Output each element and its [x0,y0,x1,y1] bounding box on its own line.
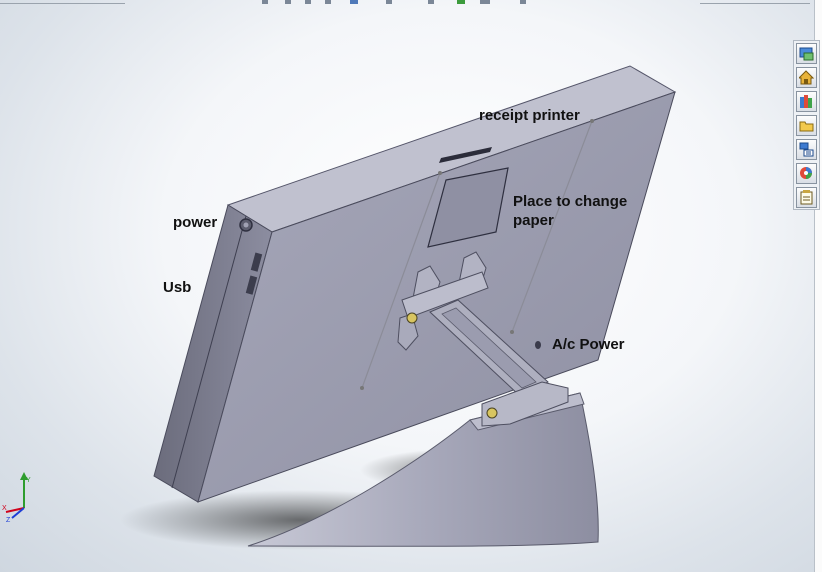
printer-slot [439,147,492,163]
window-right-border [814,0,822,572]
usb-port[interactable] [245,275,258,295]
heads-up-toolbar-icons[interactable] [0,0,822,6]
hinge-crossbar [401,271,489,319]
label-place-to-change-paper: Place to change paper [513,193,628,229]
power-button-inner [243,222,249,228]
triad-x-axis [5,507,25,513]
tab-solidworks-resources[interactable] [796,43,817,64]
label-power: power [173,214,218,231]
reference-triad: X Y Z [2,472,31,524]
home-icon [799,70,814,85]
custom-properties-icon [800,190,813,205]
leader-line [511,120,593,333]
tab-home[interactable] [796,67,817,88]
usb-port[interactable] [250,252,263,272]
ac-power-jack[interactable] [535,341,541,349]
solidworks-resources-icon [799,47,814,61]
lower-hinge-screw [486,407,498,419]
task-pane-tabs [793,40,820,210]
toolbar-divider [700,3,810,4]
bezel-seam [171,215,247,489]
tab-custom-properties[interactable] [796,187,817,208]
lower-hinge [481,381,569,427]
label-ac-power: A/c Power [552,336,625,353]
toolbar-strip [0,0,822,6]
hinge-screw [406,312,418,324]
toolbar-divider [0,3,125,4]
triad-x-label: X [2,505,7,512]
tab-appearances[interactable] [796,163,817,184]
paper-door[interactable] [427,167,509,248]
view-palette-icon [799,142,814,157]
tab-view-palette[interactable] [796,139,817,160]
stand-base [247,392,599,547]
tab-design-library[interactable] [796,91,817,112]
file-explorer-icon [799,121,814,132]
support-arm-groove [441,307,537,389]
tab-file-explorer[interactable] [796,115,817,136]
triad-y-label: Y [26,477,31,484]
label-usb: Usb [163,279,192,296]
triad-z-axis [11,507,25,519]
label-receipt-printer: receipt printer [479,107,580,124]
leader-line [361,172,441,389]
design-library-icon [800,95,812,108]
appearances-icon [800,167,812,179]
triad-z-label: Z [6,517,11,524]
